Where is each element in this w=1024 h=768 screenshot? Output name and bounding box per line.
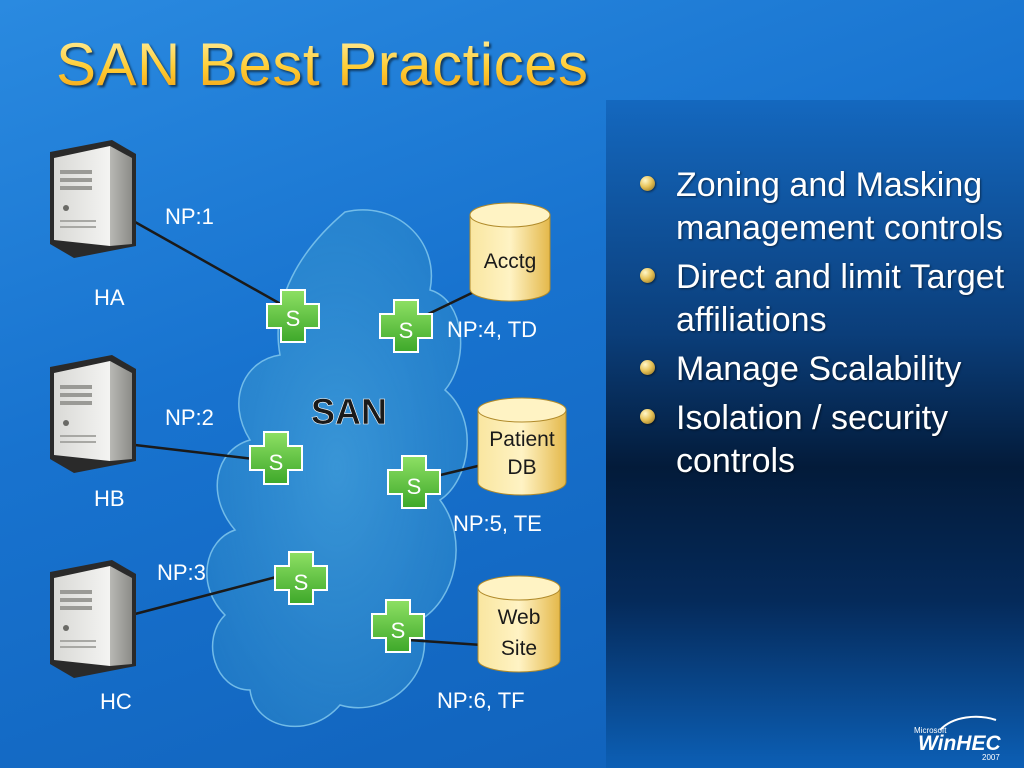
storage-port-label: NP:4, TD [447, 317, 537, 342]
storage-label: DB [507, 456, 536, 479]
storage-label: Patient [489, 428, 555, 451]
switch-label: S [407, 474, 422, 499]
host-server-icon [50, 355, 136, 473]
switch-label: S [399, 318, 414, 343]
logo-name: WinHEC [918, 732, 1001, 755]
bullet-text: Isolation / security controls [676, 399, 949, 480]
switch-label: S [294, 570, 309, 595]
san-label: SAN [311, 391, 387, 432]
bullet-dot-icon [640, 409, 655, 424]
host-port-label: NP:2 [165, 405, 214, 430]
switch-icon: S [249, 431, 303, 485]
storage-label: Acctg [484, 250, 537, 273]
storage-label: Site [501, 637, 537, 660]
bullet-item: Isolation / security controls [636, 397, 1016, 483]
bullet-text: Zoning and Masking management controls [676, 166, 1003, 247]
link-hb [134, 443, 263, 462]
storage-cylinder-icon [469, 202, 551, 302]
logo-year: 2007 [982, 753, 1000, 762]
link-hc [134, 573, 285, 616]
storage-port-label: NP:6, TF [437, 688, 525, 713]
right-panel-background [606, 100, 1024, 768]
bullet-text: Manage Scalability [676, 350, 962, 388]
san-cloud [206, 209, 468, 728]
host-server-icon [50, 140, 136, 258]
bullet-dot-icon [640, 360, 655, 375]
winhec-logo: Microsoft WinHEC 2007 [908, 714, 1012, 762]
switch-icon: S [387, 455, 441, 509]
san-diagram: S S S S S S SAN NP:1 HA NP:2 HB [50, 140, 567, 728]
bullet-item: Direct and limit Target affiliations [636, 256, 1016, 342]
logo-brand: Microsoft [914, 726, 947, 735]
storage-cylinder-icon [477, 397, 567, 496]
storage-port-label: NP:5, TE [453, 511, 542, 536]
host-name-label: HA [94, 285, 125, 310]
bullet-item: Zoning and Masking management controls [636, 164, 1016, 250]
link-ha [134, 220, 287, 309]
switch-label: S [286, 306, 301, 331]
bullet-item: Manage Scalability [636, 348, 1016, 391]
storage-cylinder-icon [477, 575, 561, 673]
bullet-list: Zoning and Masking management controls D… [636, 164, 1016, 489]
switch-icon: S [266, 289, 320, 343]
storage-label: Web [498, 606, 541, 629]
switch-icon: S [379, 299, 433, 353]
logo-arc-icon [939, 715, 997, 731]
host-port-label: NP:1 [165, 204, 214, 229]
slide-title: SAN Best Practices [56, 31, 589, 98]
host-port-label: NP:3 [157, 560, 206, 585]
host-name-label: HB [94, 486, 125, 511]
bullet-dot-icon [640, 176, 655, 191]
host-name-label: HC [100, 689, 132, 714]
switch-label: S [269, 450, 284, 475]
host-server-icon [50, 560, 136, 678]
bullet-dot-icon [640, 268, 655, 283]
switch-icon: S [371, 599, 425, 653]
link-web-site [407, 638, 483, 647]
switch-icon: S [274, 551, 328, 605]
bullet-text: Direct and limit Target affiliations [676, 258, 1005, 339]
switch-label: S [391, 618, 406, 643]
